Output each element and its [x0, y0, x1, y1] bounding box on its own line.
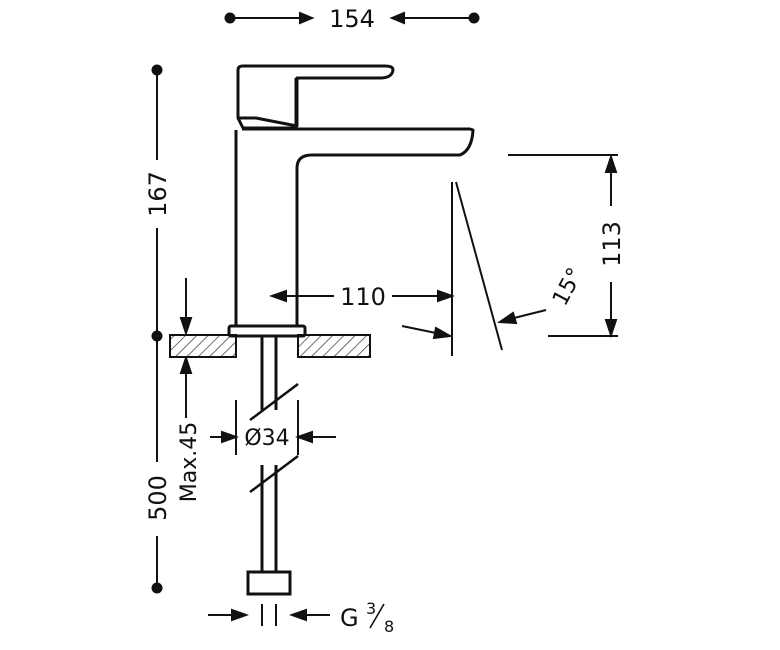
overall-height-label: 167 — [144, 171, 172, 217]
arrowhead — [389, 11, 405, 25]
spout-height-label: 113 — [598, 221, 626, 267]
dim-connection-thread — [208, 604, 330, 626]
hose-length-label: 500 — [144, 475, 172, 521]
supply-hose — [246, 336, 299, 596]
dim-body-diameter — [210, 400, 336, 455]
body-diameter-label: Ø34 — [244, 426, 289, 451]
arrowhead — [179, 317, 193, 337]
dim-spout-reach — [269, 182, 455, 356]
arrowhead — [231, 608, 249, 622]
arrowhead — [604, 153, 618, 173]
dim-hose-length — [151, 336, 163, 594]
dim-endpoint-dot — [224, 12, 236, 24]
arrowhead — [269, 289, 287, 303]
dim-overall-width — [224, 11, 480, 25]
spout-body — [234, 127, 475, 328]
base-flange — [227, 324, 307, 338]
arrowhead — [221, 430, 239, 444]
arrowhead — [295, 430, 313, 444]
dim-spray-angle — [401, 181, 547, 351]
arrowhead — [299, 11, 315, 25]
arrowhead — [432, 326, 454, 340]
thread-denominator: 8 — [384, 617, 394, 636]
spray-angle-label: 15° — [548, 264, 588, 310]
overall-width-label: 154 — [329, 5, 375, 33]
break-mark — [249, 383, 299, 421]
arrowhead — [497, 311, 518, 325]
arrowhead — [437, 289, 455, 303]
thread-numerator: 3 — [366, 599, 376, 618]
angled-stream-line — [455, 181, 503, 351]
dim-endpoint-dot — [468, 12, 480, 24]
thread-fraction-slash — [369, 603, 385, 629]
lever-handle — [236, 64, 395, 128]
dim-endpoint-dot — [151, 64, 163, 76]
dim-spout-height — [508, 153, 618, 339]
dim-overall-height — [151, 64, 163, 342]
dim-deck-thickness — [179, 278, 193, 418]
dim-endpoint-dot — [151, 582, 163, 594]
countertop-section — [169, 334, 371, 358]
countertop-left — [169, 334, 237, 358]
max-deck-thickness-label: Max.45 — [177, 422, 202, 502]
thread-type-label: G — [340, 604, 359, 632]
arrowhead — [179, 354, 193, 374]
arrowhead — [604, 319, 618, 339]
faucet-body — [227, 64, 475, 338]
connector-nut — [246, 570, 292, 596]
break-mark — [249, 455, 299, 493]
arrowhead — [289, 608, 307, 622]
countertop-right — [297, 334, 371, 358]
spout-reach-label: 110 — [340, 283, 386, 311]
